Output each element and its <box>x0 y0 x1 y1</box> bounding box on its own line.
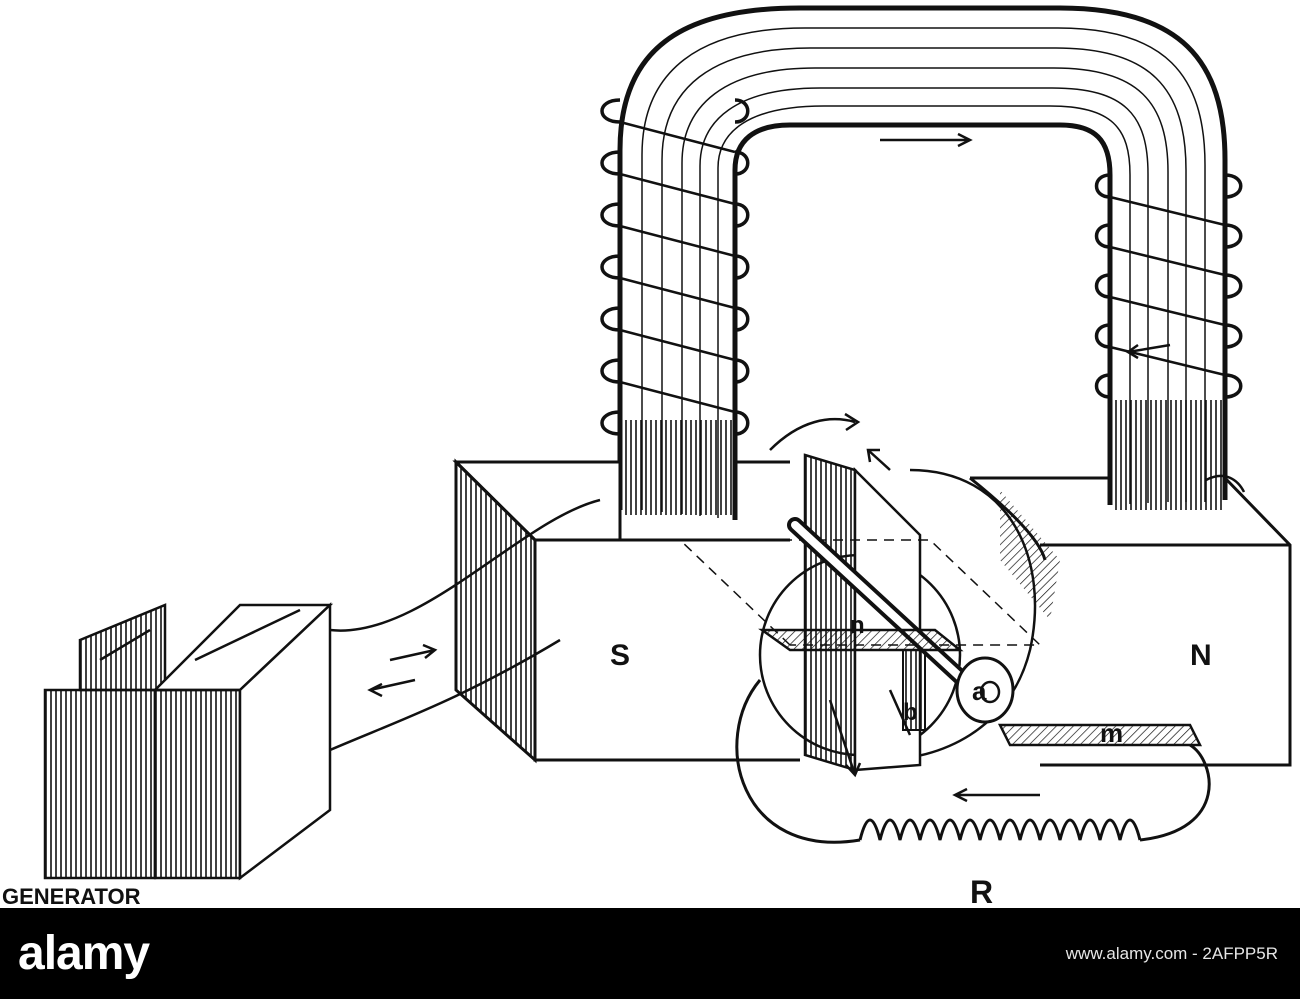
resistance-label: R <box>970 874 993 908</box>
current-arrows <box>367 132 1246 803</box>
right-coil <box>1094 173 1243 399</box>
north-pole-block <box>969 476 1292 767</box>
watermark-bar: alamy www.alamy.com - 2AFPP5R <box>0 908 1300 999</box>
motor-diagram: S N a n b m R GENERATOR <box>2 5 1292 908</box>
resistance-coil <box>735 679 1211 844</box>
point-b-label: b <box>903 699 918 726</box>
left-coil <box>600 98 750 436</box>
generator-cells <box>43 602 334 881</box>
north-pole-label: N <box>1190 639 1212 672</box>
generator-label: GENERATOR <box>2 884 141 908</box>
point-n-label: n <box>850 612 865 639</box>
shaft-and-commutator <box>758 517 1203 747</box>
south-pole-label: S <box>610 639 630 672</box>
supply-wires <box>329 498 601 752</box>
brand-logo[interactable]: alamy <box>18 927 150 980</box>
point-a-label: a <box>972 676 987 706</box>
stock-id: www.alamy.com - 2AFPP5R <box>1065 943 1278 963</box>
point-m-label: m <box>1100 718 1123 748</box>
magnet-core <box>617 5 1228 520</box>
